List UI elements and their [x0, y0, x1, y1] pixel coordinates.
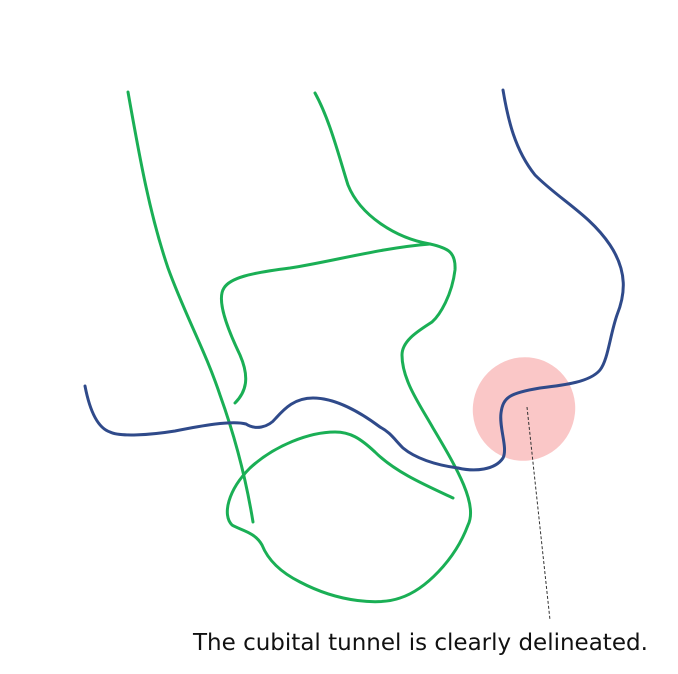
ulnar-nerve-outline: [83, 88, 625, 472]
annotation-text: The cubital tunnel is clearly delineated…: [192, 630, 648, 656]
bone-outline-olecranon: [219, 242, 432, 405]
bone-outline-condyle: [225, 91, 473, 604]
annotation-leader-line: [526, 406, 551, 621]
bone-outline-left-shaft: [126, 90, 255, 524]
cubital-tunnel-highlight: [472, 357, 576, 461]
